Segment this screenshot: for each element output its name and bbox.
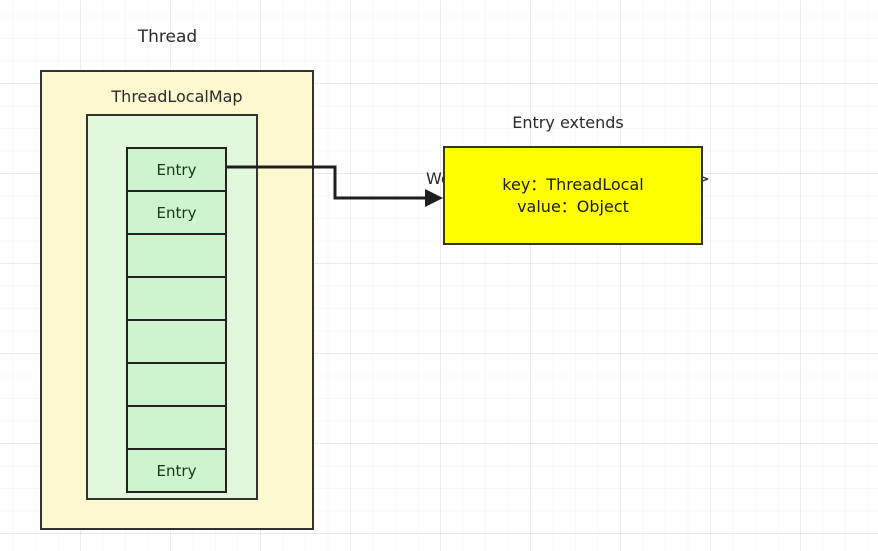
entry-cell[interactable] — [128, 321, 225, 364]
entry-cell[interactable]: Entry — [128, 192, 225, 235]
entry-cell[interactable] — [128, 235, 225, 278]
entry-key-line: key：ThreadLocal — [502, 174, 644, 194]
entry-table: Entry Entry Entry — [126, 147, 227, 493]
entry-detail-box: key：ThreadLocal value：Object — [443, 146, 703, 245]
entry-cell[interactable]: Entry — [128, 450, 225, 491]
entry-caption-line-1: Entry extends — [512, 112, 624, 132]
entry-cell[interactable] — [128, 278, 225, 321]
entry-cell[interactable] — [128, 407, 225, 450]
thread-label: Thread — [137, 27, 198, 47]
entry-cell[interactable]: Entry — [128, 149, 225, 192]
entry-cell[interactable] — [128, 364, 225, 407]
thread-local-map-label: ThreadLocalMap — [111, 87, 243, 106]
entry-value-line: value：Object — [517, 196, 629, 216]
